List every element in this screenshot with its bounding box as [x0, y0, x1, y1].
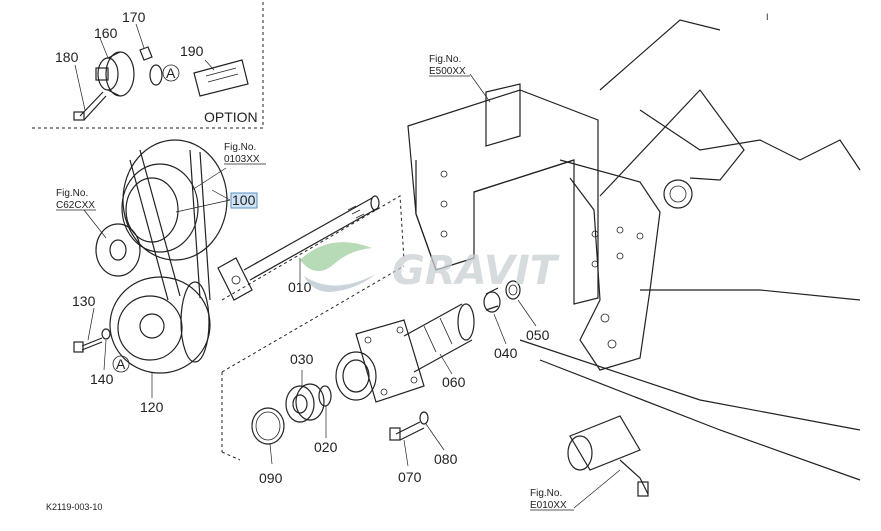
shaft-splines	[347, 205, 365, 219]
fig-ref-0103-line1: Fig.No.	[224, 142, 256, 153]
frame-round-boss	[663, 179, 693, 209]
leader-040	[493, 313, 507, 345]
callout-190: 190	[180, 43, 204, 59]
callout-100-highlight	[230, 192, 258, 209]
leader-170	[135, 23, 145, 49]
group-bracket	[221, 265, 405, 461]
frame-sleeve	[569, 415, 641, 471]
washer-080	[419, 411, 429, 425]
snap-ring-090	[251, 407, 285, 445]
bushing-040	[483, 291, 501, 313]
callout-020: 020	[314, 439, 338, 455]
assembly-mark-a-bottom	[112, 355, 130, 373]
fig-ref-e010-line2: E010XX	[530, 500, 567, 511]
seal-050	[505, 280, 521, 300]
shaft-bracket	[221, 195, 405, 301]
decal-190-lines	[205, 67, 239, 83]
leader-fig-c62c	[83, 209, 107, 239]
leader-060	[439, 353, 453, 375]
housing-bore-060	[335, 351, 377, 401]
callout-180: 180	[55, 49, 79, 65]
watermark-logo-top	[300, 242, 372, 272]
footer-code: K2119-003-10	[46, 502, 102, 512]
bearing-030	[285, 385, 315, 423]
callout-120: 120	[140, 399, 164, 415]
frame-bracket	[485, 83, 521, 147]
leader-160	[99, 37, 109, 59]
lower-pulley-120	[109, 276, 211, 374]
frame-side-plate	[559, 159, 661, 371]
v-belts	[129, 149, 211, 301]
fig-ref-c62c-line1: Fig.No.	[56, 188, 88, 199]
housing-tube-060	[403, 303, 473, 373]
leader-190	[204, 59, 215, 71]
frame-top-edge	[639, 109, 861, 171]
leader-130	[87, 307, 95, 341]
leader-fig-e500	[469, 73, 491, 103]
leader-fig-e010	[573, 469, 621, 509]
corner-mark: I	[766, 12, 769, 22]
figure-references: Fig.No. 0103XX Fig.No. C62CXX Fig.No. E5…	[56, 54, 574, 511]
callout-060: 060	[442, 374, 466, 390]
callout-100[interactable]: 100	[232, 192, 256, 208]
callout-130: 130	[72, 293, 96, 309]
pulley-assembly: A 130 140 120 100	[72, 139, 258, 415]
leader-180	[74, 64, 86, 111]
housing-flange-060	[355, 319, 425, 403]
assembly-mark-a-top	[162, 64, 180, 82]
bearing-group: 030 020 090 070 080 060 040 050	[221, 265, 550, 486]
grease-fitting	[619, 459, 649, 495]
callout-090: 090	[259, 470, 283, 486]
hub-160	[95, 51, 135, 97]
assembly-mark-a-1: A	[166, 65, 176, 81]
fig-ref-e010-line1: Fig.No.	[530, 488, 562, 499]
fig-ref-0103-line2: 0103XX	[224, 154, 260, 165]
fig-ref-c62c-line2: C62CXX	[56, 200, 95, 211]
frame-upper-arms	[599, 19, 745, 197]
watermark-text: GRAVIT	[392, 248, 560, 294]
callout-010: 010	[288, 279, 312, 295]
watermark-logo-bottom	[304, 274, 376, 292]
fig-ref-e500-line1: Fig.No.	[429, 54, 461, 65]
callout-040: 040	[494, 345, 518, 361]
pin-170	[139, 46, 153, 61]
circlip-020	[318, 385, 332, 407]
callout-160: 160	[94, 25, 118, 41]
callout-170: 170	[122, 9, 146, 25]
callout-080: 080	[434, 451, 458, 467]
leader-100	[175, 189, 231, 213]
callout-140: 140	[90, 371, 114, 387]
housing-slot-060	[423, 317, 453, 353]
callout-070: 070	[398, 469, 422, 485]
decal-190	[193, 59, 249, 97]
callout-050: 050	[526, 327, 550, 343]
mower-frame	[407, 19, 861, 509]
tensioner-pulley	[95, 223, 141, 277]
frame-mid-edge	[640, 289, 861, 301]
leader-140	[103, 339, 107, 371]
leader-fig-0103	[191, 167, 227, 191]
bolt-130	[81, 337, 103, 351]
shaft-flange	[217, 257, 253, 301]
washer-140	[101, 328, 111, 340]
option-label: OPTION	[204, 109, 258, 125]
watermark: GRAVIT	[300, 242, 560, 294]
callout-030: 030	[290, 351, 314, 367]
leader-080	[425, 423, 445, 451]
frame-lower-rail	[519, 339, 861, 481]
assembly-mark-a-2: A	[116, 356, 126, 372]
leader-090	[269, 443, 273, 465]
bolt-180-head	[73, 111, 85, 121]
leader-050	[517, 299, 537, 327]
collar-170b	[149, 64, 163, 86]
leader-070	[403, 439, 409, 467]
fig-ref-e500-line2: E500XX	[429, 66, 466, 77]
shaft-010: 010	[217, 195, 405, 301]
option-box: OPTION A 170 160 180 190	[30, 2, 264, 129]
